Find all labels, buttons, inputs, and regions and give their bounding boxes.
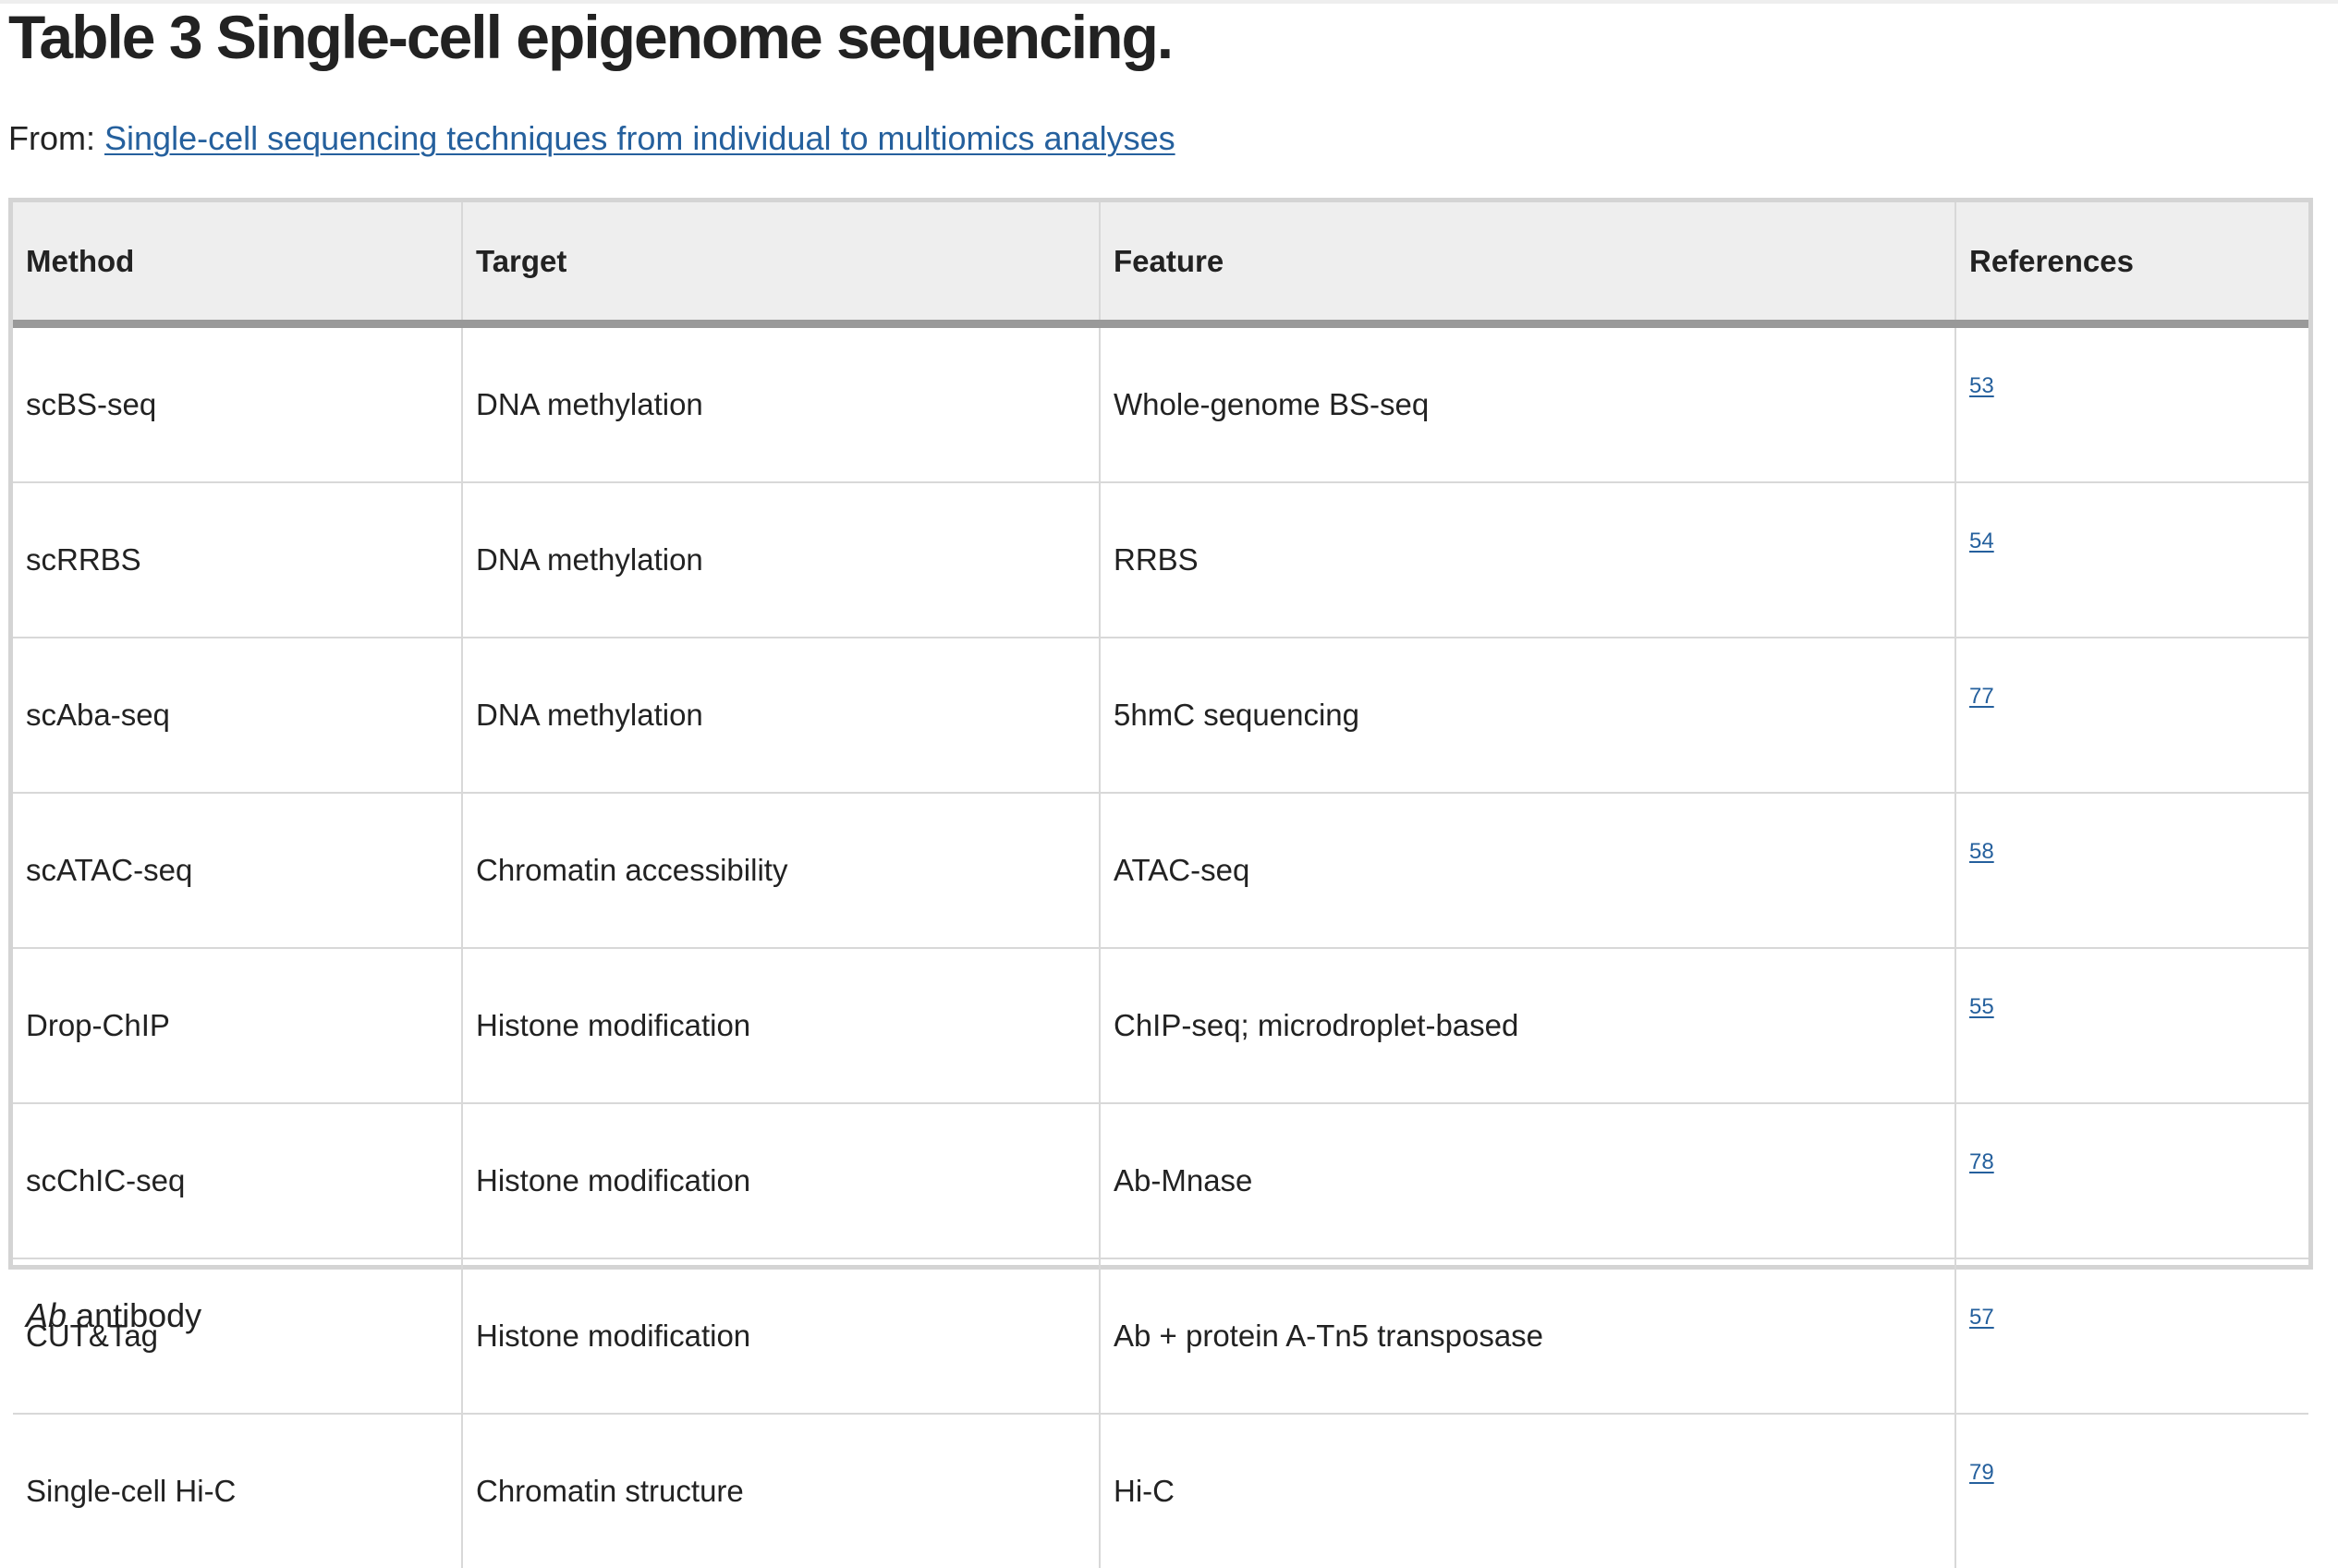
cell-reference: 55 [1955, 948, 2308, 1104]
table-header-row: Method Target Feature References [13, 202, 2308, 328]
source-line: From: Single-cell sequencing techniques … [8, 116, 1175, 161]
cell-target: DNA methylation [462, 482, 1101, 638]
cell-feature: Hi-C [1100, 1414, 1956, 1568]
cell-method: scAba-seq [13, 638, 463, 794]
reference-link[interactable]: 55 [1969, 994, 1994, 1019]
cell-target: Chromatin structure [462, 1414, 1101, 1568]
table-row: scChIC-seq Histone modification Ab-Mnase… [13, 1103, 2308, 1259]
cell-feature: ChIP-seq; microdroplet-based [1100, 948, 1956, 1104]
cell-method: scRRBS [13, 482, 463, 638]
cell-method: Single-cell Hi-C [13, 1414, 463, 1568]
cell-reference: 58 [1955, 793, 2308, 949]
header-method: Method [13, 202, 463, 328]
cell-target: Histone modification [462, 1103, 1101, 1259]
cell-target: DNA methylation [462, 638, 1101, 794]
reference-link[interactable]: 54 [1969, 529, 1994, 553]
cell-feature: ATAC-seq [1100, 793, 1956, 949]
cell-reference: 53 [1955, 323, 2308, 483]
cell-target: Chromatin accessibility [462, 793, 1101, 949]
table-row: Drop-ChIP Histone modification ChIP-seq;… [13, 948, 2308, 1104]
cell-method: scATAC-seq [13, 793, 463, 949]
cell-feature: Whole-genome BS-seq [1100, 323, 1956, 483]
source-prefix: From: [8, 119, 95, 157]
cell-feature: RRBS [1100, 482, 1956, 638]
top-divider [0, 0, 2338, 4]
reference-link[interactable]: 57 [1969, 1305, 1994, 1330]
table-container: Method Target Feature References scBS-se… [8, 198, 2313, 1568]
reference-link[interactable]: 53 [1969, 373, 1994, 398]
cell-reference: 54 [1955, 482, 2308, 638]
table-row: scATAC-seq Chromatin accessibility ATAC-… [13, 793, 2308, 949]
cell-target: Histone modification [462, 948, 1101, 1104]
cell-feature: Ab + protein A-Tn5 transposase [1100, 1258, 1956, 1415]
cell-target: Histone modification [462, 1258, 1101, 1415]
table-row: Single-cell Hi-C Chromatin structure Hi-… [13, 1414, 2308, 1568]
cell-reference: 79 [1955, 1414, 2308, 1568]
cell-method: Drop-ChIP [13, 948, 463, 1104]
cell-feature: 5hmC sequencing [1100, 638, 1956, 794]
cell-method: scChIC-seq [13, 1103, 463, 1259]
reference-link[interactable]: 77 [1969, 684, 1994, 709]
cell-feature: Ab-Mnase [1100, 1103, 1956, 1259]
reference-link[interactable]: 58 [1969, 839, 1994, 864]
footnote-abbreviation: Ab [26, 1296, 67, 1334]
source-article-link[interactable]: Single-cell sequencing techniques from i… [104, 119, 1175, 157]
table-row: scRRBS DNA methylation RRBS 54 [13, 482, 2308, 638]
cell-reference: 77 [1955, 638, 2308, 794]
header-feature: Feature [1100, 202, 1956, 328]
cell-target: DNA methylation [462, 323, 1101, 483]
page-title: Table 3 Single-cell epigenome sequencing… [8, 3, 1174, 71]
header-references: References [1955, 202, 2308, 328]
header-target: Target [462, 202, 1101, 328]
reference-link[interactable]: 78 [1969, 1149, 1994, 1174]
footnote-text: antibody [67, 1296, 202, 1334]
epigenome-table: Method Target Feature References scBS-se… [13, 202, 2308, 1568]
cell-reference: 57 [1955, 1258, 2308, 1415]
table-row: CUT&Tag Histone modification Ab + protei… [13, 1258, 2308, 1415]
cell-method: scBS-seq [13, 323, 463, 483]
reference-link[interactable]: 79 [1969, 1460, 1994, 1485]
cell-reference: 78 [1955, 1103, 2308, 1259]
table-row: scAba-seq DNA methylation 5hmC sequencin… [13, 638, 2308, 794]
table-footnote: Ab antibody [26, 1294, 201, 1338]
table-row: scBS-seq DNA methylation Whole-genome BS… [13, 323, 2308, 483]
